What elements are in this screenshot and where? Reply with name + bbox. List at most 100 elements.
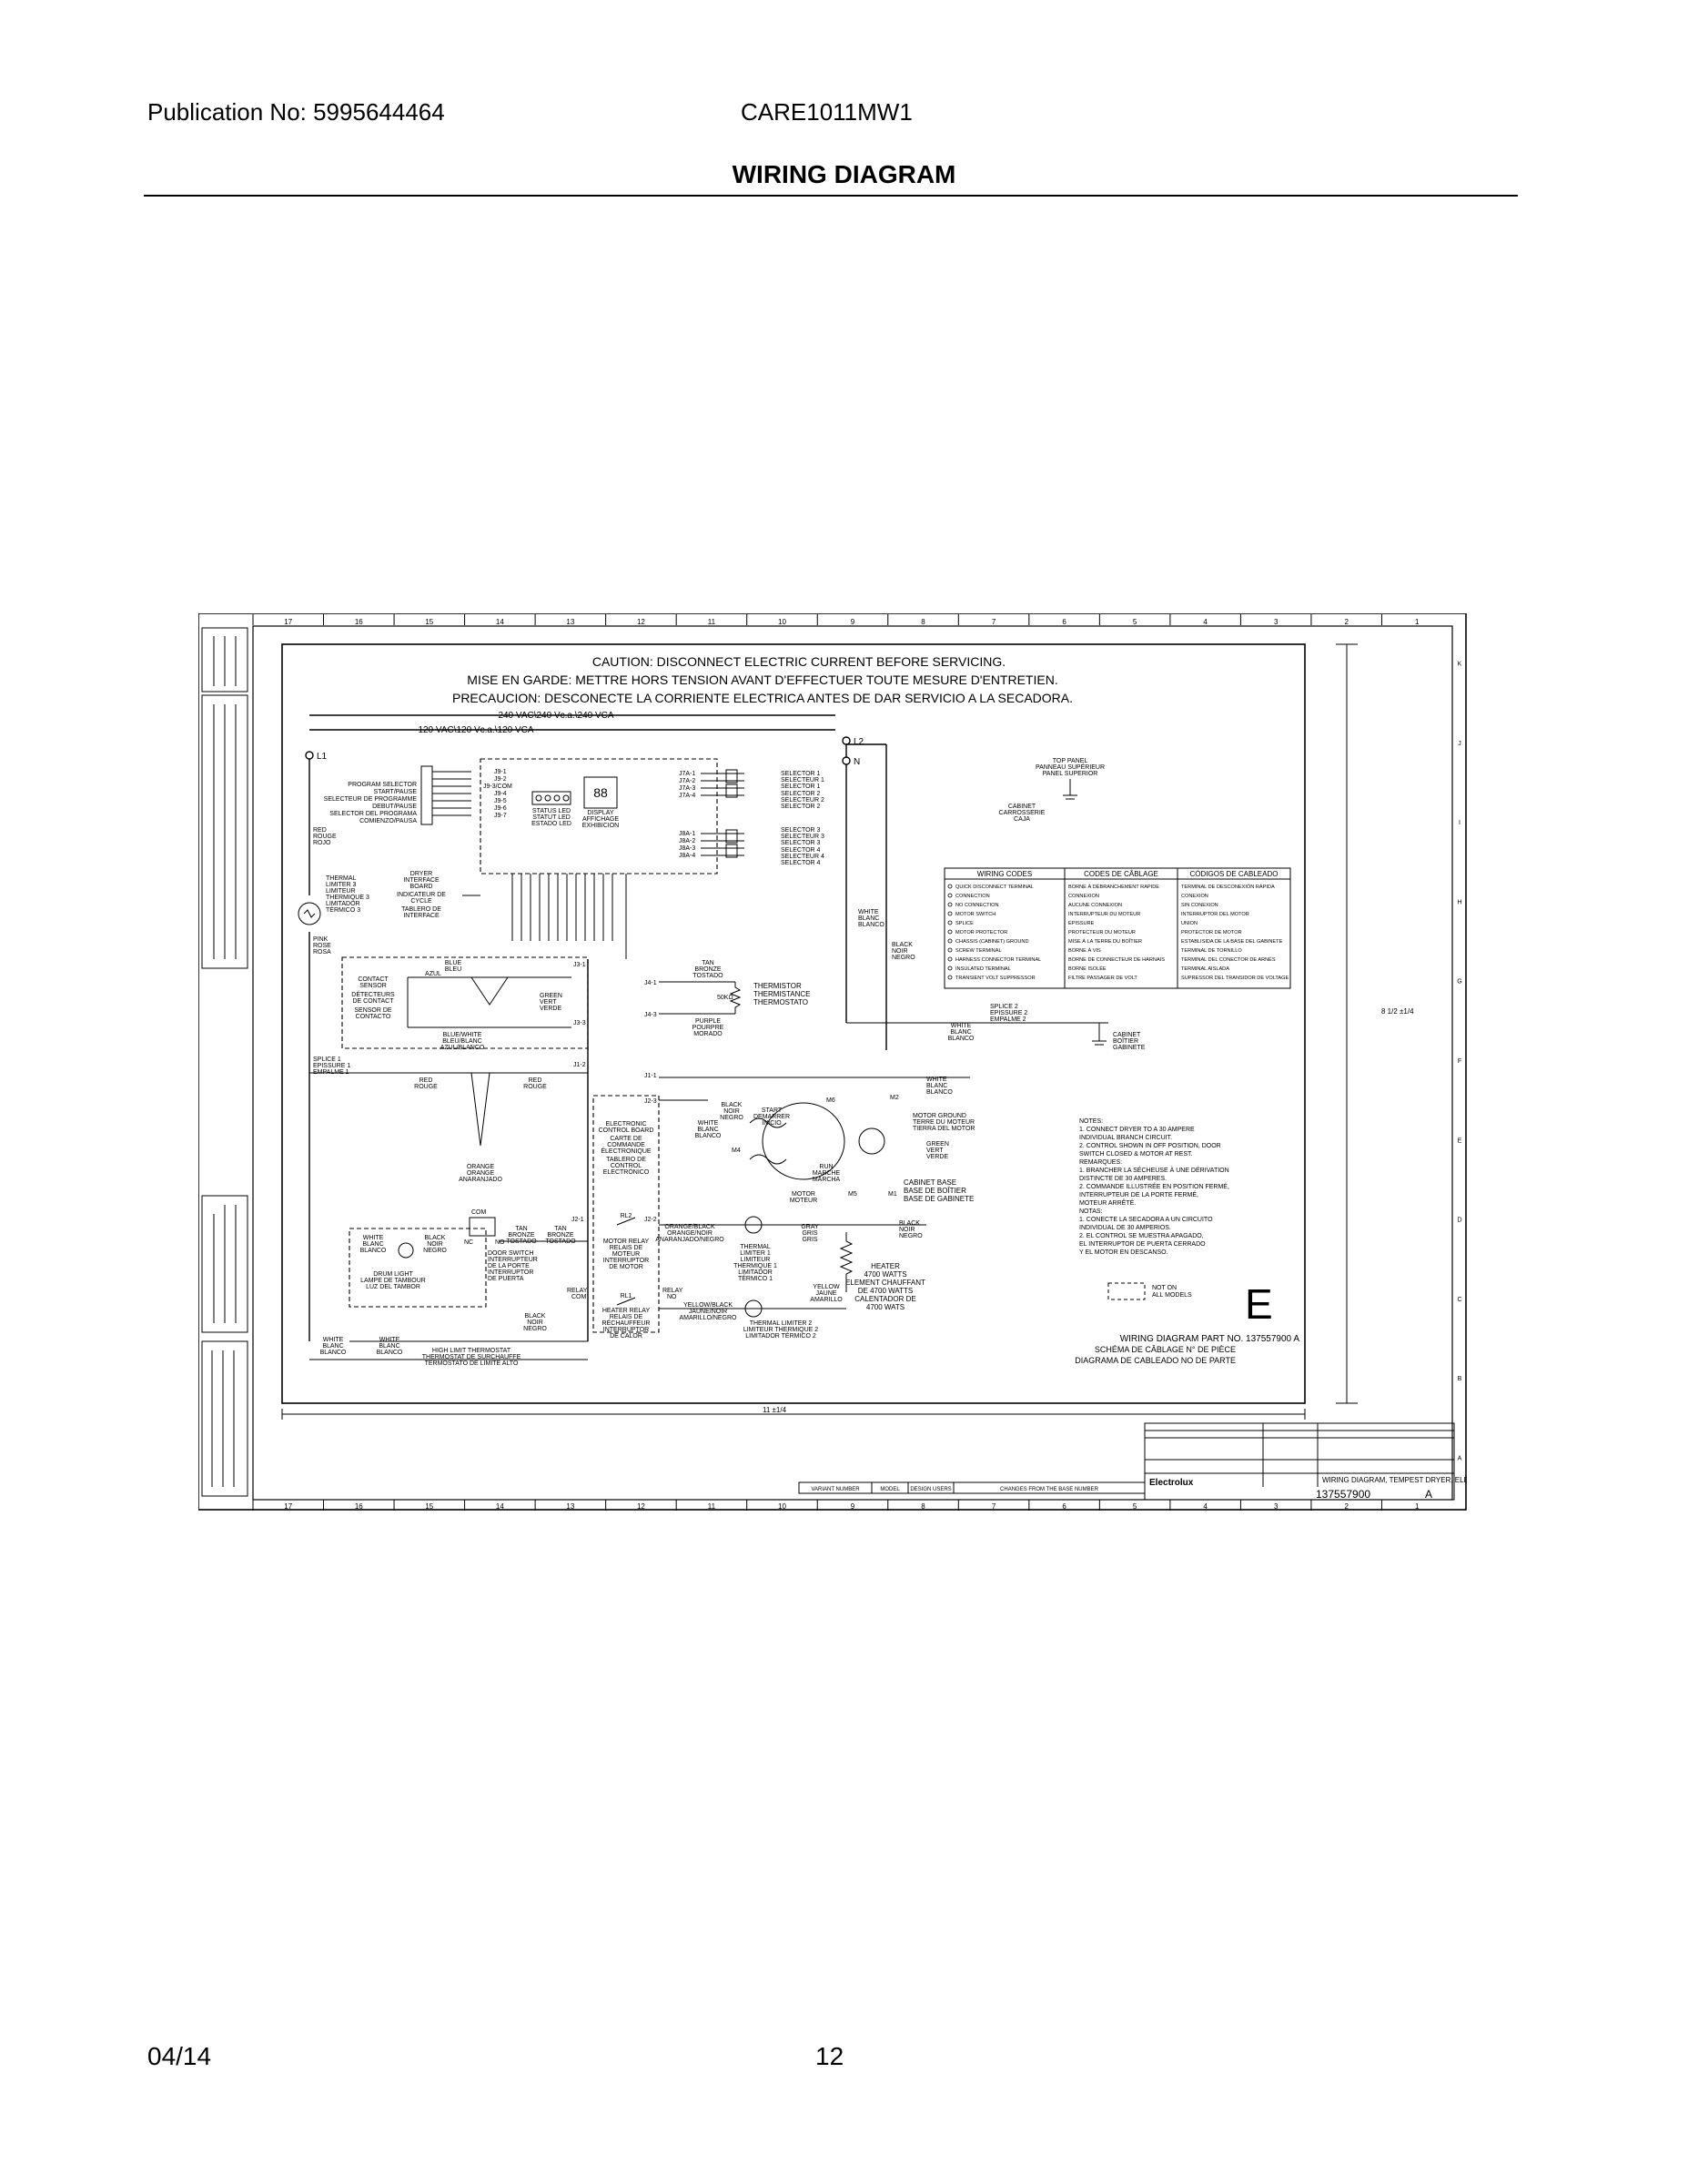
zone-label: 10 [778, 1502, 786, 1511]
diagram-mark [281, 643, 1306, 1404]
diagram-label: DE 4700 WATTS [858, 1287, 913, 1295]
zone-label: 12 [637, 1502, 645, 1511]
diagram-label: BRONZE [694, 966, 722, 973]
diagram-label: CARROSSERIE [999, 810, 1046, 816]
diagram-mark [553, 794, 561, 802]
diagram-label: MOTEUR [790, 1198, 817, 1204]
diagram-label: VERDE [540, 1006, 561, 1012]
diagram-label: CABINET [1113, 1032, 1141, 1038]
diagram-label: BLUE [445, 960, 462, 966]
diagram-label: 88 [593, 785, 608, 800]
diagram-label: STATUT LED [532, 814, 571, 821]
diagram-label: SELECTEUR 2 [781, 797, 824, 804]
zone-label: 8 [921, 1502, 925, 1511]
diagram-label: RL2 [621, 1213, 632, 1219]
diagram-label: SELECTOR 2 [781, 791, 821, 797]
wiring-code-cell: FILTRE PASSAGER DE VOLT [1068, 976, 1137, 981]
zone-row-label: E [1458, 1138, 1462, 1144]
diagram-label: TAN [515, 1226, 527, 1232]
note-line: 1. CONNECT DRYER TO A 30 AMPERE [1079, 1127, 1195, 1133]
note-line: NOTAS: [1079, 1208, 1103, 1215]
diagram-label: GREEN [540, 993, 562, 999]
note-line: MOTEUR ARRÊTÉ. [1079, 1198, 1136, 1207]
diagram-label: THERMOSTAT DE SURCHAUFFE [422, 1354, 521, 1360]
diagram-mark [749, 1154, 787, 1165]
wiring-code-cell: TERMINAL DE TORNILLO [1181, 948, 1242, 954]
zone-row-label: I [1459, 820, 1461, 826]
drive-motor: J1-1 J2-3 START DEMARRER INICIO RUN MARC… [644, 1073, 975, 1204]
diagram-mark [842, 756, 851, 765]
diagram-label: AZUL [425, 971, 441, 977]
diagram-mark [303, 909, 316, 918]
diagram-label: BLEU [445, 966, 461, 973]
diagram-label: PANNEAU SUPÉRIEUR [1036, 763, 1105, 771]
diagram-label: VARIANT NUMBER [811, 1487, 860, 1492]
splice-1: SPLICE 1 EPISSURE 1 EMPALME 1 J1-2 RED R… [309, 1057, 588, 1183]
diagram-label: ELEMENT CHAUFFANT [845, 1279, 925, 1287]
diagram-label: THERMIQUE 3 [326, 895, 369, 901]
diagram-label: YELLOW [813, 1284, 840, 1290]
diagram-label: CONTACT [358, 976, 389, 983]
diagram-label: BLANCO [377, 1350, 403, 1356]
n-label: N [854, 757, 860, 767]
diagram-label: ORANGE [467, 1170, 495, 1177]
wiring-code-symbol-icon [947, 929, 953, 935]
diagram-label: MOTOR [792, 1191, 815, 1198]
diagram-label: BLEU/BLANC [442, 1038, 482, 1045]
diagram-label: NEGRO [523, 1326, 547, 1332]
zone-label: 1 [1415, 618, 1420, 626]
diagram-label: CABINET [1008, 804, 1036, 810]
diagram-label: PINK [313, 936, 329, 943]
diagram-label: 50KΩ [717, 995, 733, 1001]
diagram-label: LAMPE DE TAMBOUR [360, 1278, 426, 1284]
caution-fr: MISE EN GARDE: METTRE HORS TENSION AVANT… [467, 672, 1057, 687]
diagram-label: PROGRAM SELECTOR [348, 782, 417, 788]
wiring-code-cell: INTERRUPTEUR DU MOTEUR [1068, 912, 1140, 917]
wiring-code-cell: SPLICE [955, 921, 974, 926]
zone-label: 13 [566, 618, 574, 626]
notes-block: NOTES:1. CONNECT DRYER TO A 30 AMPERE IN… [1079, 1118, 1229, 1256]
diagram-label: CONTROL BOARD [599, 1127, 654, 1134]
diagram-label: AMARILLO/NEGRO [679, 1315, 737, 1321]
diagram-label: DE MOTOR [609, 1264, 643, 1270]
diagram-label: THERMISTOR [753, 982, 802, 990]
zone-label: 16 [355, 1502, 363, 1511]
wiring-code-cell: ESTABLISIDA DE LA BASE DEL GABINETE [1181, 939, 1283, 945]
diagram-label: SELECTOR 2 [781, 804, 821, 810]
diagram-label: CHANGES FROM THE BASE NUMBER [1000, 1487, 1099, 1492]
diagram-label: WIRING DIAGRAM, TEMPEST DRYER, ELEC [1322, 1476, 1467, 1484]
diagram-label: LIMITADOR [326, 901, 360, 907]
zone-label: 11 [708, 618, 716, 626]
diagram-label: INTERFACE [403, 877, 440, 884]
diagram-mark [749, 1117, 787, 1128]
diagram-label: ELECTRÓNICO [603, 1168, 650, 1176]
diagram-label: THERMAL [326, 875, 357, 882]
heater-circuit: ORANGE/BLACK ORANGE/NOIR ANARANJADO/NEGR… [309, 1216, 926, 1367]
diagram-label: CABINET BASE [904, 1178, 956, 1187]
diagram-label: BLANC [858, 915, 879, 922]
thermistor: J4-1 J4-3 TAN BRONZE TOSTADO THERMISTOR … [644, 960, 811, 1037]
diagram-mark [592, 1095, 660, 1333]
wiring-code-cell: CONNECTION [955, 894, 990, 899]
zone-label: 17 [284, 618, 292, 626]
diagram-label: 11 ±1/4 [763, 1406, 787, 1414]
diagram-label: NO [495, 1239, 505, 1246]
diagram-mark [1144, 1422, 1455, 1501]
diagram-mark [583, 776, 618, 809]
diagram-label: J2-2 [644, 1217, 657, 1223]
diagram-label: 4700 WATS [866, 1303, 905, 1311]
thermal-limiter-3: THERMAL LIMITER 3 LIMITEUR THERMIQUE 3 L… [298, 827, 369, 956]
diagram-label: Electrolux [1149, 1478, 1194, 1488]
note-line: DISTINCTE DE 30 AMPERES. [1079, 1176, 1167, 1182]
diagram-label: 8 1/2 ±1/4 [1381, 1007, 1414, 1016]
diagram-label: ROSE [313, 943, 331, 949]
diagram-label: TABLERO DE [401, 906, 441, 913]
diagram-label: RÉCHAUFFEUR [602, 1319, 651, 1327]
diagram-label: J3-1 [573, 962, 586, 968]
diagram-label: LIMITER 3 [326, 882, 357, 888]
zone-label: 10 [778, 618, 786, 626]
diagram-mark [798, 1481, 1146, 1494]
diagram-label: J1-1 [644, 1073, 657, 1079]
zone-label: 3 [1274, 1502, 1279, 1511]
diagram-label: J7A-1 [679, 771, 695, 777]
